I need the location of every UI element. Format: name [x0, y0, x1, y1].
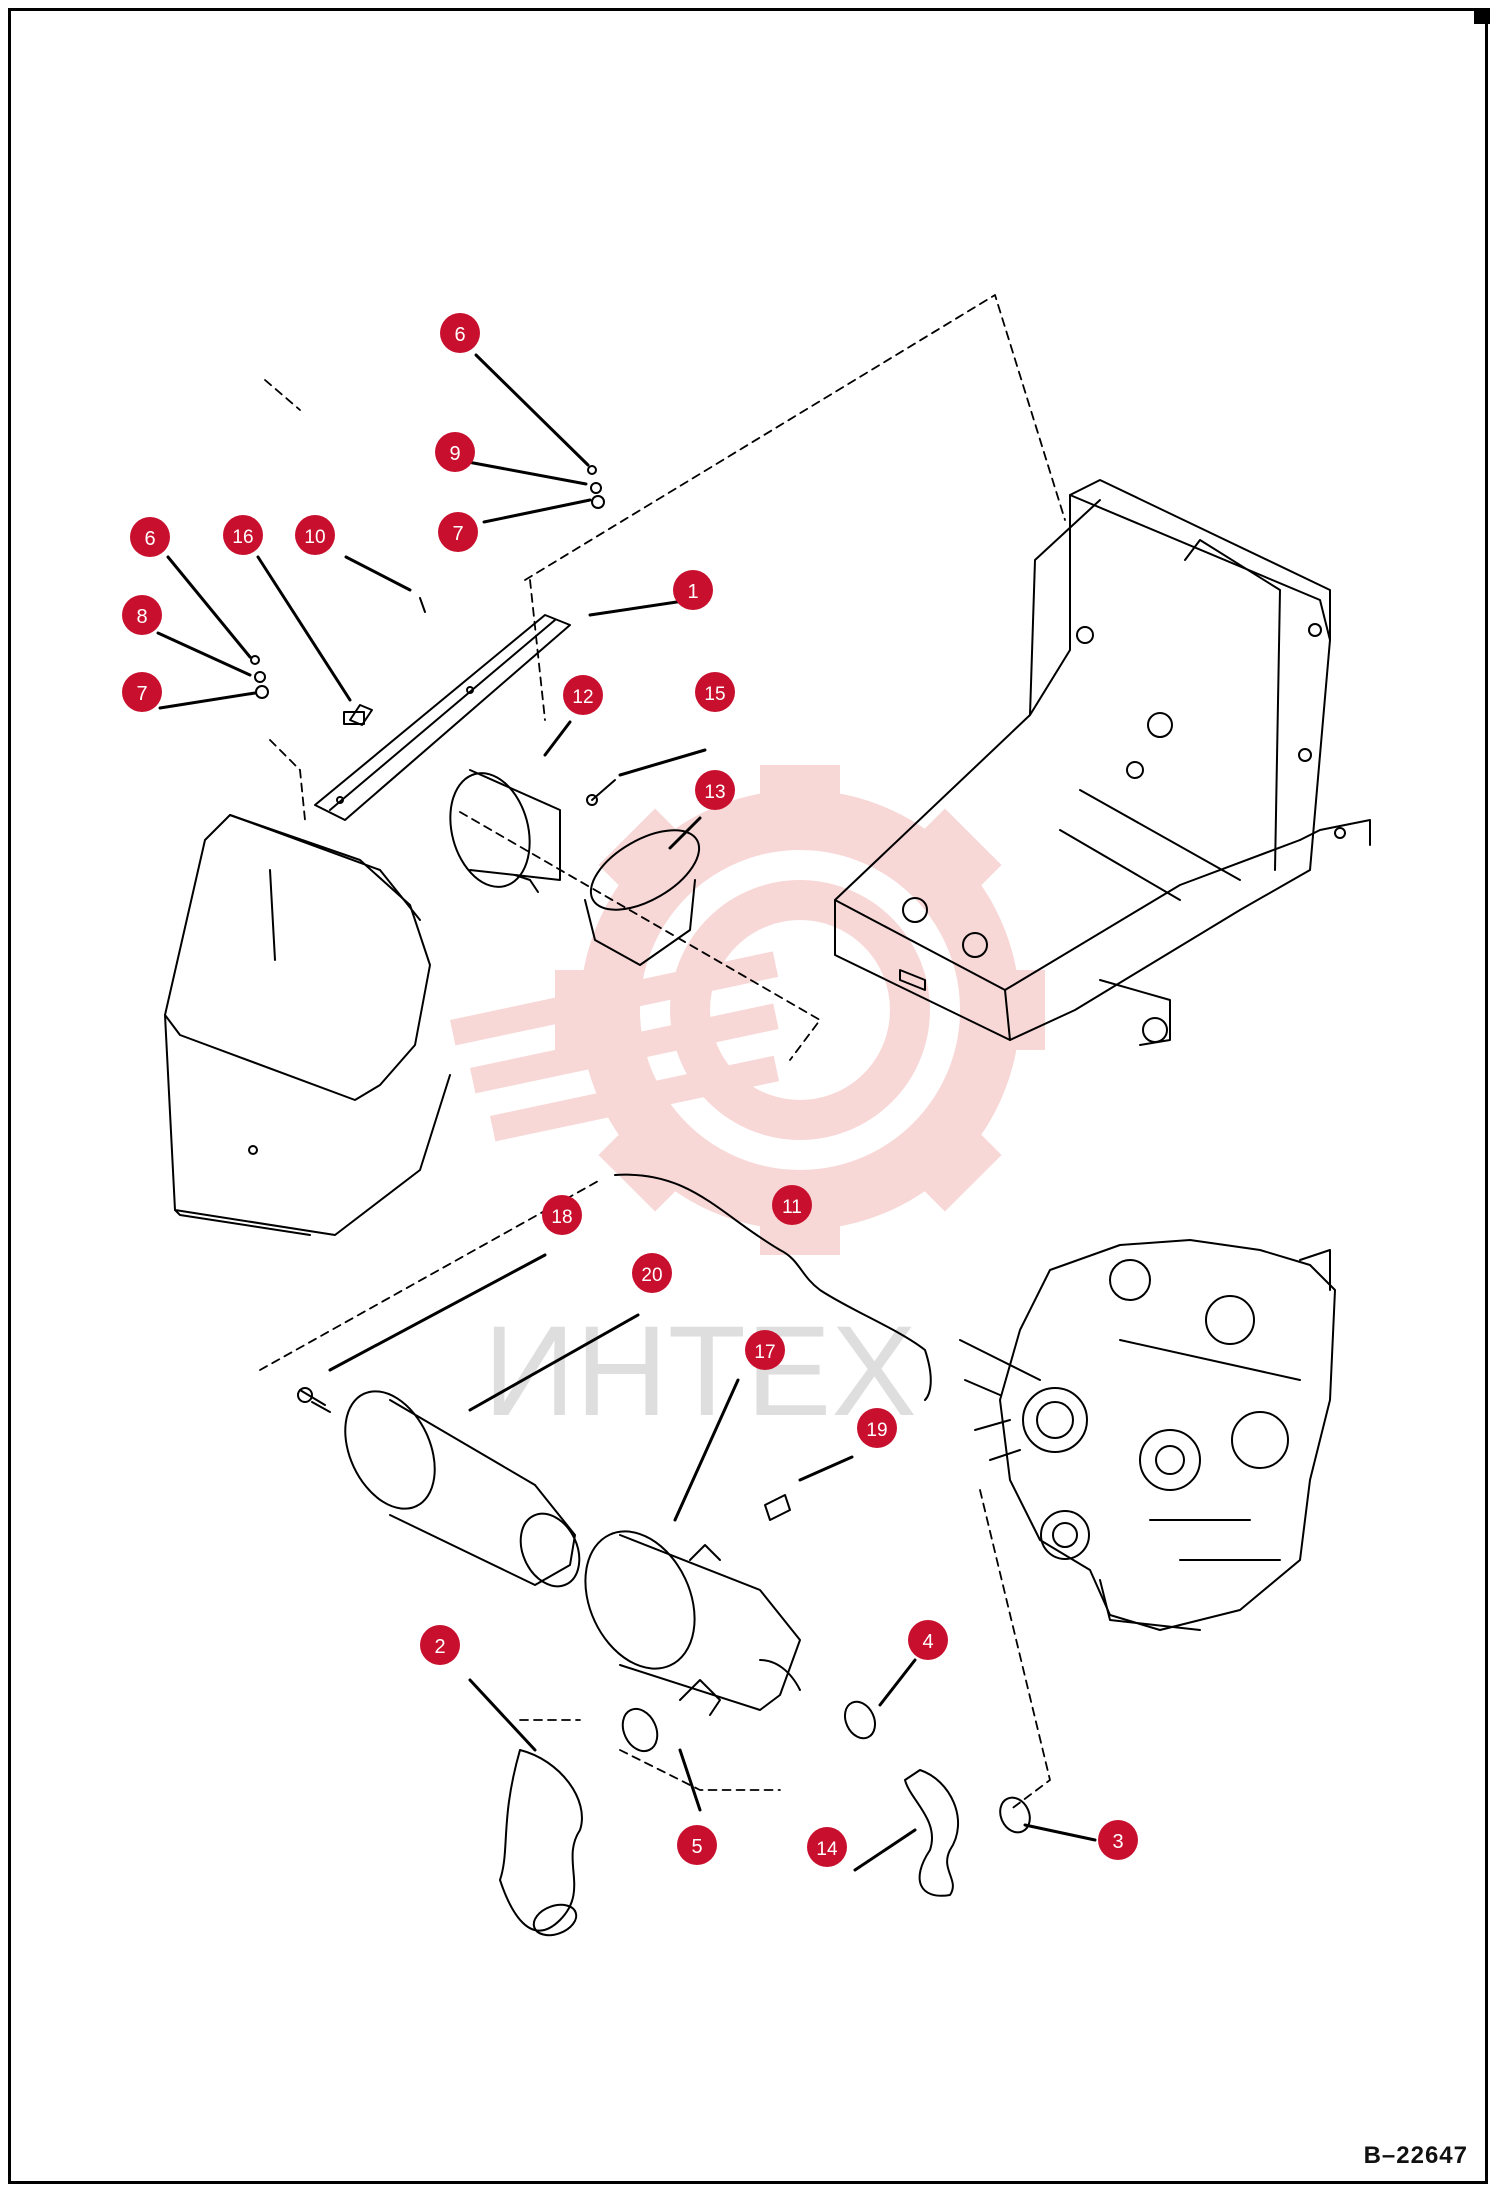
callout-20[interactable]: 20 [632, 1253, 672, 1293]
callout-15[interactable]: 15 [695, 672, 735, 712]
hardware-stack [250, 465, 605, 725]
drawing-number: B–22647 [1363, 2142, 1468, 2169]
svg-text:16: 16 [232, 527, 253, 548]
vacuator-line [614, 1173, 932, 1401]
callout-6[interactable]: 6 [130, 517, 170, 557]
callout-18[interactable]: 18 [542, 1195, 582, 1235]
svg-text:7: 7 [452, 523, 463, 545]
svg-text:2: 2 [434, 1636, 445, 1658]
svg-text:19: 19 [866, 1420, 887, 1441]
callout-1[interactable]: 1 [673, 570, 713, 610]
svg-text:20: 20 [641, 1265, 662, 1286]
svg-text:12: 12 [572, 687, 593, 708]
callout-17[interactable]: 17 [745, 1330, 785, 1370]
svg-text:4: 4 [922, 1631, 933, 1653]
watermark-text: ИНТЕХ [483, 1300, 916, 1443]
corner-mark [1474, 8, 1490, 24]
callout-10[interactable]: 10 [295, 515, 335, 555]
air-cleaner-housing [584, 1530, 801, 1716]
callout-2[interactable]: 2 [420, 1625, 460, 1665]
callout-13[interactable]: 13 [695, 770, 735, 810]
svg-text:1: 1 [687, 581, 698, 603]
svg-text:18: 18 [551, 1207, 572, 1228]
callout-bubbles: 6 9 7 6 16 10 [122, 313, 1138, 1867]
callout-14[interactable]: 14 [807, 1827, 847, 1867]
callout-8[interactable]: 8 [122, 595, 162, 635]
machine-frame [834, 479, 1371, 1046]
restriction-indicator [764, 1494, 791, 1521]
bolt [586, 779, 616, 806]
sheet-border [8, 8, 1488, 2184]
callout-12[interactable]: 12 [563, 675, 603, 715]
callout-5[interactable]: 5 [677, 1825, 717, 1865]
callout-11[interactable]: 11 [772, 1185, 812, 1225]
hose-clamp [999, 1796, 1031, 1834]
callout-7[interactable]: 7 [122, 672, 162, 712]
svg-text:8: 8 [136, 606, 147, 628]
callout-19[interactable]: 19 [857, 1408, 897, 1448]
svg-text:10: 10 [304, 527, 325, 548]
filter-element [344, 1390, 581, 1588]
svg-text:14: 14 [816, 1839, 838, 1860]
callout-9[interactable]: 9 [435, 432, 475, 472]
svg-text:6: 6 [144, 528, 155, 550]
svg-text:6: 6 [454, 324, 465, 346]
svg-text:9: 9 [449, 443, 460, 465]
air-cleaner-cover [164, 814, 451, 1236]
fitting [297, 1387, 331, 1413]
engine-assembly [959, 1239, 1336, 1631]
hose-clamp [621, 1707, 659, 1753]
svg-text:7: 7 [136, 683, 147, 705]
callout-4[interactable]: 4 [908, 1620, 948, 1660]
svg-text:13: 13 [704, 782, 725, 803]
callout-6[interactable]: 6 [440, 313, 480, 353]
intake-hose [499, 1749, 583, 1937]
leader-lines [156, 353, 1097, 1872]
hose-clamp [843, 1700, 877, 1740]
callout-3[interactable]: 3 [1098, 1820, 1138, 1860]
elbow-hose [904, 1769, 960, 1897]
svg-text:3: 3 [1112, 1831, 1123, 1853]
svg-text:11: 11 [782, 1197, 802, 1218]
svg-text:17: 17 [754, 1342, 775, 1363]
band-clamp [449, 769, 561, 893]
mounting-bracket [314, 614, 571, 821]
callout-7[interactable]: 7 [438, 512, 478, 552]
sleeve [584, 829, 701, 966]
svg-text:5: 5 [691, 1836, 702, 1858]
svg-text:15: 15 [704, 684, 725, 705]
callout-16[interactable]: 16 [223, 515, 263, 555]
watermark-logo [450, 765, 1045, 1255]
